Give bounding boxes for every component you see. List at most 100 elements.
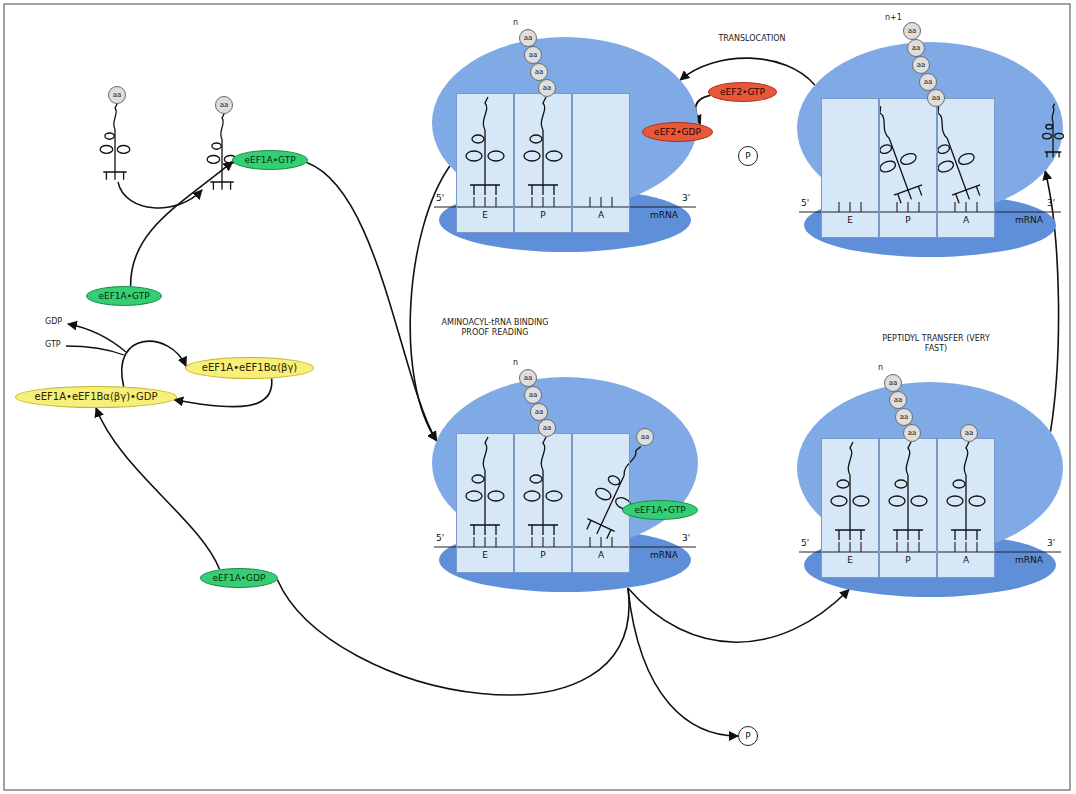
node-text: aa — [908, 430, 917, 437]
node-text: 3' — [682, 194, 690, 203]
factor-oval: eEF1A•eEF1Bα(βγ)•GDP — [15, 386, 177, 408]
mrna-line — [799, 211, 1061, 212]
amino-acid: aa — [215, 96, 233, 114]
edge-label: TRANSLOCATION — [700, 34, 804, 44]
codon-ticks — [474, 197, 612, 207]
factor-oval: eEF1A•GTP — [622, 500, 698, 520]
node-text: E — [457, 211, 513, 220]
node-text: aa — [535, 409, 544, 416]
trna — [889, 442, 927, 540]
frame — [4, 4, 1070, 790]
ribosome-site: A — [937, 98, 995, 238]
amino-acid: aa — [919, 73, 937, 91]
trna — [831, 442, 869, 540]
node-text: eEF1A•eEF1Bα(βγ)•GDP — [35, 392, 158, 402]
connector — [628, 588, 849, 642]
ribosome-site: E — [821, 438, 879, 578]
edge-label: PEPTIDYL TRANSFER (VERY FAST) — [878, 334, 994, 354]
node-text: 3' — [1047, 199, 1055, 208]
leaving-trna — [1043, 104, 1064, 158]
node-text: aa — [965, 430, 974, 437]
trna — [524, 437, 562, 535]
ribosome-site: A — [937, 438, 995, 578]
node-text: mRNA — [650, 211, 678, 220]
amino-acid: aa — [519, 369, 537, 387]
node-text: aa — [524, 375, 533, 382]
ribosome: 5'3'mRNAEPA — [430, 35, 700, 253]
node-text: aa — [908, 28, 917, 35]
site-fill — [937, 438, 995, 578]
factor-oval: eEF2•GTP — [708, 82, 777, 102]
trna — [918, 101, 987, 206]
node-text: aa — [641, 434, 650, 441]
amino-acid: aa — [538, 79, 556, 97]
mrna-line — [434, 546, 696, 547]
node-text: P — [745, 732, 750, 741]
node-text: aa — [543, 425, 552, 432]
amino-acid: aa — [895, 408, 913, 426]
node-text: eEF1A•GTP — [244, 156, 295, 165]
ribosome: 5'3'mRNAEPA — [795, 380, 1065, 598]
node-text: aa — [220, 102, 229, 109]
ribosome-site: E — [821, 98, 879, 238]
node-text: aa — [529, 52, 538, 59]
connector — [131, 162, 233, 287]
site-fill — [514, 93, 572, 233]
gdp-arrow — [68, 324, 126, 352]
node-text: 5' — [436, 194, 444, 203]
trna — [524, 97, 562, 195]
node-text: eEF1A•GTP — [98, 292, 149, 301]
node-text: aa — [113, 92, 122, 99]
gtp-line — [66, 346, 124, 355]
phosphate-circle: P — [738, 726, 758, 746]
node-text: 5' — [436, 534, 444, 543]
connector — [96, 408, 220, 569]
node-text: eEF1A•GDP — [213, 574, 266, 583]
node-text: aa — [900, 414, 909, 421]
node-text: E — [822, 216, 878, 225]
amino-acid: aa — [530, 403, 548, 421]
node-text: aa — [912, 45, 921, 52]
amino-acid: aa — [889, 391, 907, 409]
node-text: E — [822, 556, 878, 565]
node-text: aa — [529, 392, 538, 399]
node-text: mRNA — [1015, 556, 1043, 565]
node-text: aa — [535, 69, 544, 76]
label-text: n — [877, 364, 884, 372]
site-fill — [879, 438, 937, 578]
codon-ticks — [474, 537, 612, 547]
edge-label: AMINOACYL-tRNA BINDING PROOF READING — [428, 318, 562, 338]
node-text: aa — [894, 397, 903, 404]
amino-acid: aa — [903, 424, 921, 442]
node-text: 5' — [801, 539, 809, 548]
factor-oval: eEF1A•eEF1Bα(βγ) — [185, 357, 314, 379]
amino-acid: aa — [927, 89, 945, 107]
factor-oval: eEF1A•GTP — [232, 150, 308, 170]
phosphate-circle: P — [738, 146, 758, 166]
site-fill — [572, 433, 630, 573]
node-text: eEF2•GDP — [654, 128, 701, 137]
ribosome-site: A — [572, 93, 630, 233]
site-fill — [456, 93, 514, 233]
amino-acid: aa — [907, 39, 925, 57]
connector — [174, 378, 272, 406]
mrna-line — [799, 551, 1061, 552]
site-fill — [572, 93, 630, 233]
ribosome-site: E — [456, 433, 514, 573]
node-text: mRNA — [1015, 216, 1043, 225]
trna — [580, 437, 656, 542]
trna — [947, 442, 985, 540]
amino-acid: aa — [884, 374, 902, 392]
trna — [466, 437, 504, 535]
ribosome-site: P — [879, 98, 937, 238]
label-text: n — [512, 359, 519, 367]
amino-acid: aa — [912, 56, 930, 74]
mrna-line — [434, 206, 696, 207]
label-text: GDP — [44, 318, 63, 326]
trna — [860, 101, 929, 206]
amino-acid: aa — [524, 46, 542, 64]
site-fill — [514, 433, 572, 573]
amino-acid: aa — [636, 428, 654, 446]
amino-acid: aa — [530, 63, 548, 81]
